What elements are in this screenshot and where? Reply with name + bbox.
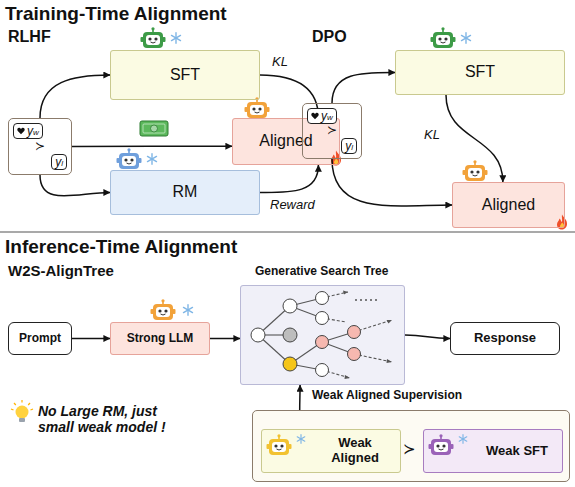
method-heading: DPO [312,28,347,46]
box-fill [450,322,560,355]
response-subscript: l [61,159,63,168]
reward-model-box: RM [110,170,260,215]
response-subscript: l [351,143,353,152]
box-label: Response [474,331,536,346]
aligned-model-box: Aligned [452,182,565,228]
box-label: Prompt [19,332,61,346]
response-bubble: yl [341,138,357,154]
arrow-connector [40,175,110,196]
response-bubble: yl [51,154,67,170]
aligned-model-box: Aligned [232,118,340,165]
response-subscript: w [33,128,39,137]
box-fill [110,322,210,355]
weak-aligned-box: Weak Aligned [261,429,401,473]
search-tree-box: Generative Search Tree [240,285,405,385]
edge-label: KL [270,55,290,70]
box-label: Strong LLM [127,332,194,346]
preference-pair-box: yw≻yl [8,118,72,175]
response-symbol: y [55,155,61,169]
box-fill [240,285,405,385]
section-heading: Inference-Time Alignment [5,236,237,258]
box-fill [395,50,565,95]
preference-symbol: ≻ [327,124,337,138]
response-subscript: w [327,113,333,122]
arrow-connector [332,72,395,103]
box-label: SFT [170,66,200,84]
box-label: Aligned [259,132,312,150]
arrow-connector [72,338,110,340]
response-symbol: y [321,109,327,123]
box-fill [110,170,260,215]
box-fill [252,410,570,482]
box-label: RM [173,183,198,201]
box-fill [110,50,260,100]
arrow-connector [446,95,503,182]
tree-heading: Generative Search Tree [255,265,388,279]
edge-label: Reward [268,198,317,213]
arrow-connector [260,165,318,193]
method-heading: W2S-AlignTree [8,262,114,279]
box-fill [8,322,72,355]
preference-pair-box: yw≻yl [302,103,362,159]
weak-sft-box: Weak SFT [423,429,563,473]
strong-llm-box: Strong LLM [110,322,210,355]
box-label: Weak Aligned [320,436,390,466]
arrow-connector [299,385,301,410]
box-fill [452,182,565,228]
arrow-connector [332,159,452,206]
sft-model-box: SFT [110,50,260,100]
response-symbol: y [27,124,33,138]
heart-icon [17,127,25,135]
arrow-connector [405,335,450,339]
box-fill [423,429,563,473]
note-text: No Large RM, just small weak model ! [38,403,188,435]
arrow-connector [72,145,232,147]
arrow-connector [40,75,110,118]
preference-symbol: ≻ [403,440,416,457]
box-fill [261,429,401,473]
heart-icon [311,112,319,120]
response-bubble: yw [13,123,43,139]
box-fill [232,118,340,165]
preference-symbol: ≻ [35,140,45,154]
response-symbol: y [345,139,351,153]
box-label: Weak SFT [482,444,552,459]
response-box: Response [450,322,560,355]
method-heading: RLHF [8,28,51,46]
box-label: Aligned [482,196,535,214]
box-label: SFT [465,63,495,81]
sft-model-box: SFT [395,50,565,95]
response-bubble: yw [307,108,337,124]
edge-label: KL [422,128,442,143]
edge-label: Weak Aligned Supervision [310,389,464,403]
prompt-box: Prompt [8,322,72,355]
arrow-connector [210,338,240,340]
section-heading: Training-Time Alignment [5,3,227,25]
